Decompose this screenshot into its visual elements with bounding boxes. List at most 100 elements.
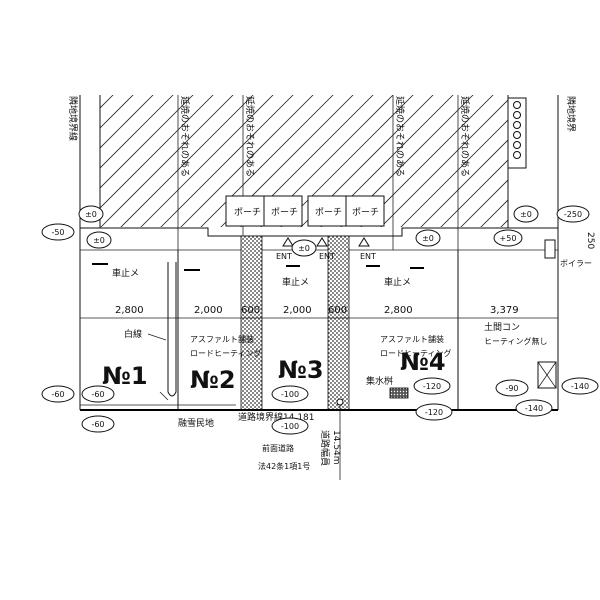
level-oval-m60-1: -60 [41,385,75,403]
svg-text:道路幅員: 道路幅員 [319,430,331,466]
svg-text:-140: -140 [525,404,543,413]
svg-text:-60: -60 [51,390,64,399]
no-heating-label: ヒーティング無し [484,336,548,346]
heating-strip-2 [327,235,350,411]
svg-text:14.54m: 14.54m [331,430,341,465]
level-oval-p50: +50 [493,229,523,247]
level-oval-m60-2: -60 [81,385,115,403]
dim-strip1: 600 [241,305,260,316]
svg-text:延焼のおそれのある: 延焼のおそれのある [179,96,191,177]
svg-text:隣地境界: 隣地境界 [565,96,577,132]
svg-text:-60: -60 [91,420,104,429]
lot-number-3: №3 [278,356,324,384]
level-oval-m100-1: -100 [271,385,309,403]
svg-text:-120: -120 [423,382,441,391]
svg-text:隣地境界線: 隣地境界線 [67,96,79,141]
road-survey-point [336,398,344,406]
level-oval-m120-2: -120 [415,403,453,421]
fire-spread-label-3: 延焼のおそれのある [394,96,406,177]
svg-text:±0: ±0 [93,236,105,245]
stopper-label-1: 車止メ [112,267,139,279]
drain-box [389,387,409,399]
level-oval-m250: -250 [556,205,590,223]
stopper-label-2: 車止メ [282,276,309,288]
porch-label-4: ポーチ [352,207,379,218]
svg-text:250: 250 [585,232,595,249]
dim-lot2: 2,000 [194,305,223,316]
svg-text:-100: -100 [281,422,299,431]
level-oval-pm0-4: ±0 [415,229,441,247]
snow-label: 融雪民地 [178,417,214,429]
side-number: 250 [585,232,595,249]
ent-marker-3: ENT [358,237,376,261]
svg-text:-50: -50 [51,228,64,237]
svg-text:±0: ±0 [85,210,97,219]
svg-text:ENT: ENT [360,252,376,261]
symbol-box [537,361,557,389]
level-oval-pm0-5: ±0 [513,205,539,223]
lot-number-1: №1 [102,362,148,390]
heating-label-right: ロードヒーティング [380,348,452,358]
porch-group-left [225,195,303,227]
svg-text:延焼のおそれのある: 延焼のおそれのある [459,96,471,177]
dim-lot3: 2,000 [283,305,312,316]
vent-column [507,97,527,169]
svg-text:延焼のおそれのある: 延焼のおそれのある [244,96,256,177]
svg-text:-90: -90 [505,384,518,393]
level-oval-m90: -90 [495,379,529,397]
front-road-label: 前面道路 [262,443,294,453]
porch-label-1: ポーチ [234,207,261,218]
svg-text:ENT: ENT [276,252,292,261]
svg-text:ENT: ENT [319,252,335,261]
car-stoppers [92,263,424,271]
dim-lot1: 2,800 [115,305,144,316]
svg-text:延焼のおそれのある: 延焼のおそれのある [394,96,406,177]
road-width-value: 14.54m [331,430,341,465]
level-oval-m120-1: -120 [413,377,451,395]
level-oval-m100-2: -100 [271,417,309,435]
right-boundary-label: 隣地境界 [565,96,577,132]
lot-dividers [177,250,459,410]
svg-text:-140: -140 [571,382,589,391]
fire-spread-label-2: 延焼のおそれのある [244,96,256,177]
svg-text:+50: +50 [500,234,517,243]
lot-number-2: №2 [190,366,236,394]
earth-floor-label: 土間コン [484,321,520,333]
porch-group-right [307,195,385,227]
building-front-line [80,227,558,237]
boiler-label: ボイラー [560,259,592,268]
svg-text:±0: ±0 [298,244,310,253]
porch-label-3: ポーチ [315,207,342,218]
svg-text:-250: -250 [564,210,582,219]
white-line-label: 白線 [124,328,142,340]
paving-label-left: アスファルト舗装 [190,334,254,344]
road-width-label: 道路幅員 [319,430,331,466]
paving-label-right: アスファルト舗装 [380,334,444,344]
svg-text:-60: -60 [91,390,104,399]
level-oval-m140-2: -140 [561,377,599,395]
stopper-label-3: 車止メ [384,276,411,288]
fire-spread-label-4: 延焼のおそれのある [459,96,471,177]
dim-lot4: 2,800 [384,305,413,316]
heating-label-left: ロードヒーティング [190,348,262,358]
svg-text:±0: ±0 [520,210,532,219]
left-boundary-label: 隣地境界線 [67,96,79,141]
heating-strip-1 [240,235,263,411]
level-oval-pm0-3: ±0 [291,239,317,257]
level-oval-pm0-2: ±0 [86,231,112,249]
white-line-marking [167,262,177,397]
front-road-law: 法42条1項1号 [258,461,310,471]
lot-number-4: №4 [400,348,446,376]
drain-label: 集水桝 [366,375,393,387]
svg-text:-100: -100 [281,390,299,399]
dim-yard: 3,379 [490,305,519,316]
level-oval-m50: -50 [41,223,75,241]
level-oval-pm0-1: ±0 [78,205,104,223]
dim-strip2: 600 [328,305,347,316]
ent-marker-2: ENT [316,237,335,261]
fire-spread-label-1: 延焼のおそれのある [179,96,191,177]
level-oval-m140-1: -140 [515,399,553,417]
boiler-box [544,239,556,259]
ent-marker-1: ENT [276,237,294,261]
